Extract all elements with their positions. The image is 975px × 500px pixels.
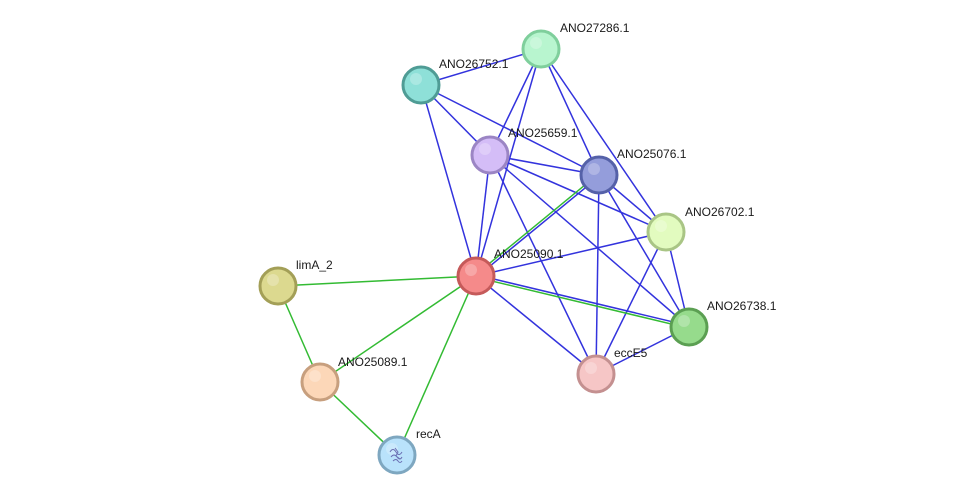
node-ano26752-1[interactable]: ANO26752.1 bbox=[401, 57, 509, 105]
node-label-ano27286-1: ANO27286.1 bbox=[560, 21, 630, 35]
node-highlight bbox=[479, 143, 491, 155]
node-highlight bbox=[309, 370, 321, 382]
node-label-ano25089-1: ANO25089.1 bbox=[338, 355, 408, 369]
node-highlight bbox=[386, 443, 398, 455]
node-highlight bbox=[588, 163, 600, 175]
edge-ano25076-1-ano25090-1 bbox=[474, 173, 599, 276]
node-highlight bbox=[410, 73, 422, 85]
node-ano26702-1[interactable]: ANO26702.1 bbox=[646, 205, 755, 252]
node-highlight bbox=[267, 274, 279, 286]
node-ano25089-1[interactable]: ANO25089.1 bbox=[300, 355, 408, 402]
edge-ano26752-1-ano27286-1 bbox=[420, 48, 542, 86]
edge-ano26702-1-ano25090-1 bbox=[475, 231, 667, 277]
node-lima-2[interactable]: limA_2 bbox=[258, 258, 333, 306]
node-highlight bbox=[678, 315, 690, 327]
edge-ano27286-1-ano25076-1 bbox=[540, 48, 600, 176]
node-label-ano26702-1: ANO26702.1 bbox=[685, 205, 755, 219]
node-circle[interactable] bbox=[300, 362, 340, 402]
node-circle[interactable] bbox=[401, 65, 441, 105]
edge-ano27286-1-ano25659-1 bbox=[489, 48, 542, 156]
node-reca[interactable]: recA bbox=[377, 427, 441, 475]
edge-ano25659-1-ecce5 bbox=[489, 154, 597, 375]
node-label-ano25659-1: ANO25659.1 bbox=[508, 126, 578, 140]
node-ecce5[interactable]: eccE5 bbox=[576, 346, 648, 394]
node-circle[interactable] bbox=[521, 29, 561, 69]
node-label-ano26738-1: ANO26738.1 bbox=[707, 299, 777, 313]
node-ano26738-1[interactable]: ANO26738.1 bbox=[669, 299, 777, 347]
node-circle[interactable] bbox=[456, 256, 496, 296]
node-ano25090-1[interactable]: ANO25090.1 bbox=[456, 247, 564, 296]
node-circle[interactable] bbox=[669, 307, 709, 347]
edge-ano25090-1-ano26738-1 bbox=[476, 274, 690, 327]
edge-ano25090-1-lima-2 bbox=[277, 275, 477, 287]
node-ano25076-1[interactable]: ANO25076.1 bbox=[579, 147, 687, 195]
edge-ano25090-1-ano26738-1 bbox=[475, 276, 689, 329]
node-label-ano25076-1: ANO25076.1 bbox=[617, 147, 687, 161]
edge-ano25076-1-ecce5 bbox=[595, 174, 600, 375]
node-highlight bbox=[530, 37, 542, 49]
edge-ano25659-1-ano25090-1 bbox=[475, 154, 491, 277]
edges-layer bbox=[277, 48, 690, 456]
node-label-lima-2: limA_2 bbox=[296, 258, 333, 272]
node-label-reca: recA bbox=[416, 427, 441, 441]
edge-ano26752-1-ano25076-1 bbox=[420, 84, 600, 176]
node-label-ecce5: eccE5 bbox=[614, 346, 648, 360]
node-circle[interactable] bbox=[258, 266, 298, 306]
edge-ano25090-1-reca bbox=[396, 275, 477, 456]
node-label-ano25090-1: ANO25090.1 bbox=[494, 247, 564, 261]
node-highlight bbox=[465, 264, 477, 276]
edge-ano25076-1-ano25090-1 bbox=[476, 175, 601, 278]
edge-ano26752-1-ano25090-1 bbox=[420, 84, 477, 277]
edge-ano25090-1-ecce5 bbox=[475, 275, 597, 375]
node-circle[interactable] bbox=[470, 135, 510, 175]
edge-ano27286-1-ano26702-1 bbox=[540, 48, 667, 233]
edge-ano25076-1-ano26738-1 bbox=[598, 174, 690, 328]
nodes-layer: ANO27286.1ANO26752.1ANO25659.1ANO25076.1… bbox=[258, 21, 777, 475]
node-circle[interactable] bbox=[579, 155, 619, 195]
edge-ano25659-1-ano26738-1 bbox=[489, 154, 690, 328]
node-highlight bbox=[585, 362, 597, 374]
edge-ano26702-1-ecce5 bbox=[595, 231, 667, 375]
node-ano27286-1[interactable]: ANO27286.1 bbox=[521, 21, 630, 69]
node-highlight bbox=[655, 220, 667, 232]
node-ano25659-1[interactable]: ANO25659.1 bbox=[470, 126, 578, 175]
edge-ano25090-1-ano25089-1 bbox=[319, 275, 477, 383]
protein-structure-icon bbox=[389, 447, 403, 463]
node-circle[interactable] bbox=[646, 212, 686, 252]
node-label-ano26752-1: ANO26752.1 bbox=[439, 57, 509, 71]
node-circle[interactable] bbox=[576, 354, 616, 394]
